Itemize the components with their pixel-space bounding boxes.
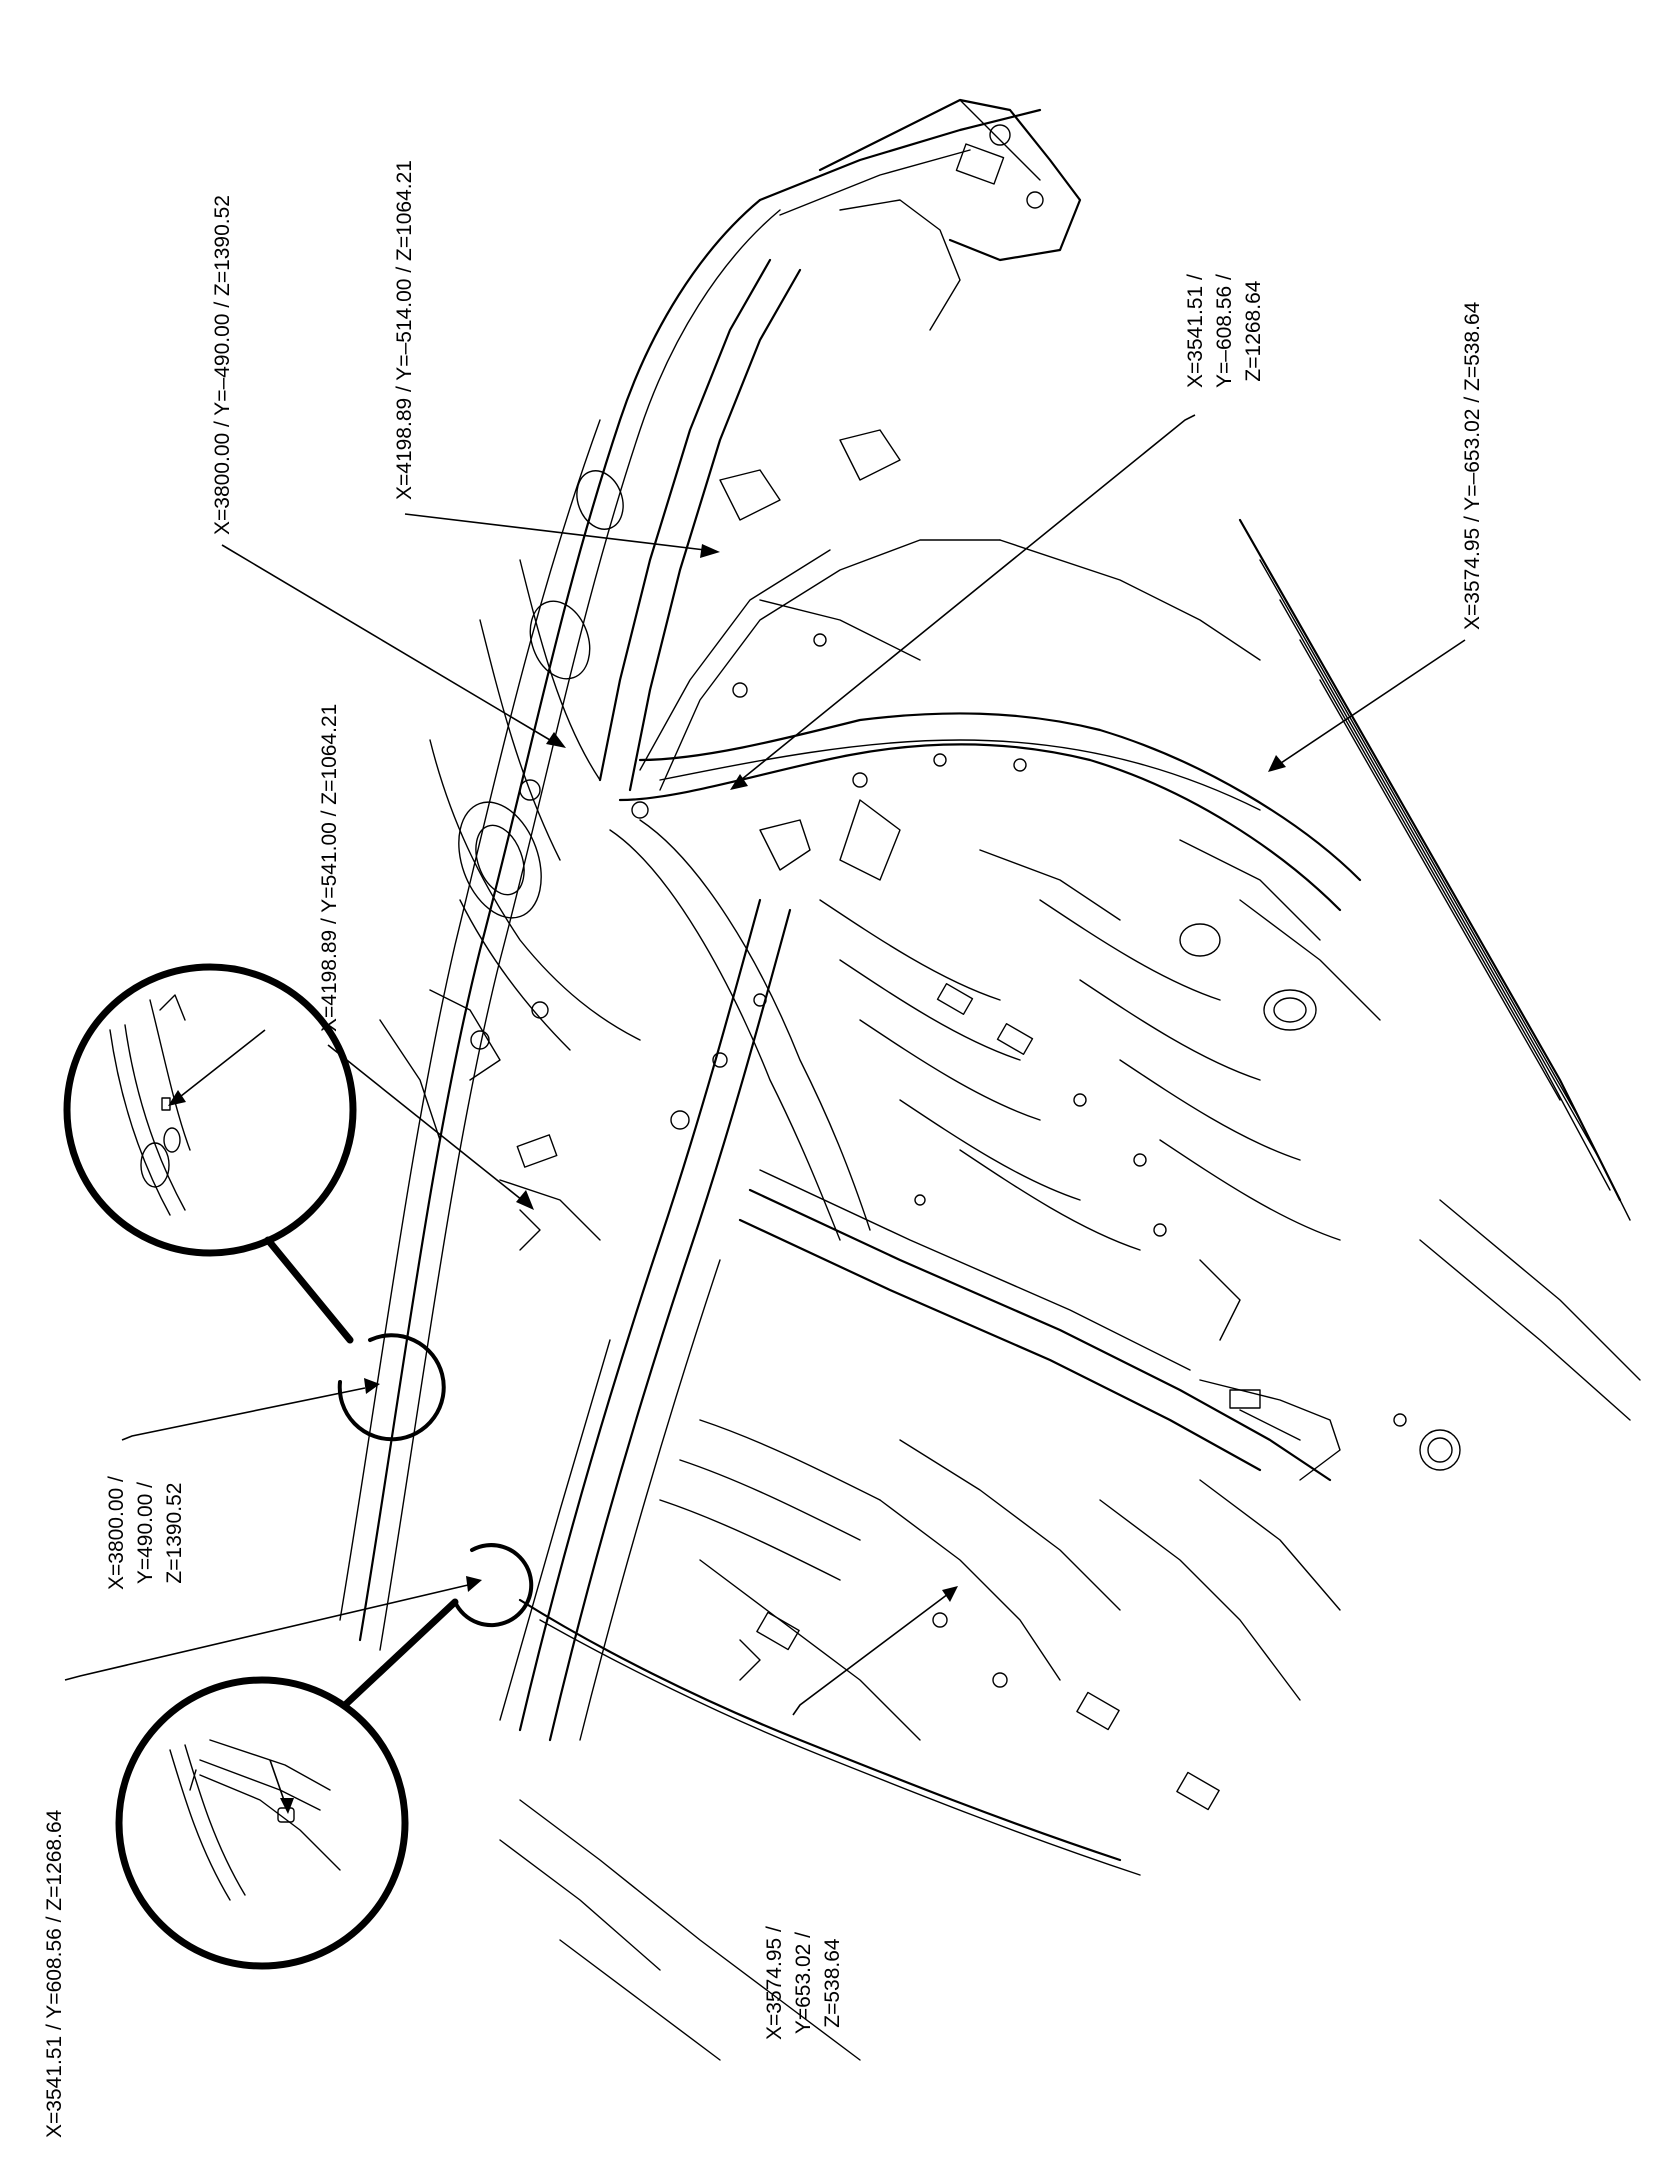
leader-c8 (792, 1593, 949, 1716)
callout-c4-line1: X=3574.95 / Y=–653.02 / Z=538.64 (1461, 301, 1484, 630)
callout-c3-line3: Z=1268.64 (1242, 280, 1265, 382)
callout-c6-line1: X=3800.00 / (105, 1476, 128, 1590)
sill-rail (1238, 518, 1641, 1471)
bracket-details (519, 429, 901, 1681)
callout-c7: X=3541.51 / Y=608.56 / Z=1268.64 (40, 1810, 69, 2138)
callout-c4: X=3574.95 / Y=–653.02 / Z=538.64 (1458, 302, 1487, 630)
detail-circle-lower (115, 1676, 409, 1970)
leader-c6 (121, 1387, 366, 1441)
arrowhead-c8 (942, 1586, 958, 1602)
floor-pan (819, 799, 1381, 1341)
callout-c8-line2: Y=653.02 / (792, 1931, 815, 2035)
pillar-structure (499, 898, 792, 1742)
callout-c5-line1: X=4198.89 / Y=541.00 / Z=1064.21 (318, 703, 341, 1032)
leader-c3 (735, 414, 1196, 785)
callout-c6: X=3800.00 / Y=490.00 / Z=1390.52 (102, 1476, 189, 1590)
leader-c1 (221, 544, 551, 741)
detail-connector-lower (341, 1598, 459, 1709)
callout-c5: X=4198.89 / Y=541.00 / Z=1064.21 (315, 704, 344, 1032)
locator-circle-lower (453, 1543, 534, 1628)
callout-c6-line2: Y=490.00 / (134, 1481, 157, 1585)
leader-c4 (1277, 639, 1466, 766)
arrowhead-c4 (1268, 755, 1286, 772)
callout-c7-line1: X=3541.51 / Y=608.56 / Z=1268.64 (43, 1809, 66, 2138)
callout-c8-line1: X=3574.95 / (763, 1926, 786, 2040)
callout-c3-line2: Y=–608.56 / (1213, 274, 1236, 388)
door-opening-ring (609, 712, 1362, 1241)
arrowhead-c7 (466, 1576, 482, 1592)
arrowhead-c1 (546, 732, 566, 748)
leader-c7 (64, 1584, 469, 1681)
callout-c6-line3: Z=1390.52 (163, 1482, 186, 1584)
callout-c2: X=4198.89 / Y=–514.00 / Z=1064.21 (390, 160, 419, 500)
callout-c8: X=3574.95 / Y=653.02 / Z=538.64 (760, 1926, 847, 2040)
arrowhead-c5 (516, 1190, 534, 1210)
arrowhead-c6 (364, 1378, 380, 1394)
detail-circle-upper (63, 963, 357, 1257)
callout-c1: X=3800.00 / Y=–490.00 / Z=1390.52 (208, 195, 237, 535)
locator-circle-upper (337, 1333, 446, 1442)
leader-c2 (404, 513, 706, 551)
cross-member (738, 1169, 1341, 1482)
callout-c1-line1: X=3800.00 / Y=–490.00 / Z=1390.52 (211, 195, 234, 535)
rear-wheelhouse (379, 470, 641, 1241)
body-outline (339, 98, 1141, 2061)
detail-views (63, 963, 534, 1970)
arrowhead-c3 (730, 774, 748, 790)
leader-c5 (327, 1044, 523, 1201)
rear-floor (659, 1419, 1341, 1811)
callout-c8-line3: Z=538.64 (821, 1938, 844, 2028)
detail-connector-upper (264, 1236, 354, 1344)
leader-lines (64, 414, 1466, 1716)
callout-c3-line1: X=3541.51 / (1184, 274, 1207, 388)
c-pillar (598, 258, 1261, 792)
callout-c2-line1: X=4198.89 / Y=–514.00 / Z=1064.21 (393, 160, 416, 500)
arrowhead-c2 (700, 544, 720, 558)
callout-c3: X=3541.51 / Y=–608.56 / Z=1268.64 (1181, 274, 1268, 388)
